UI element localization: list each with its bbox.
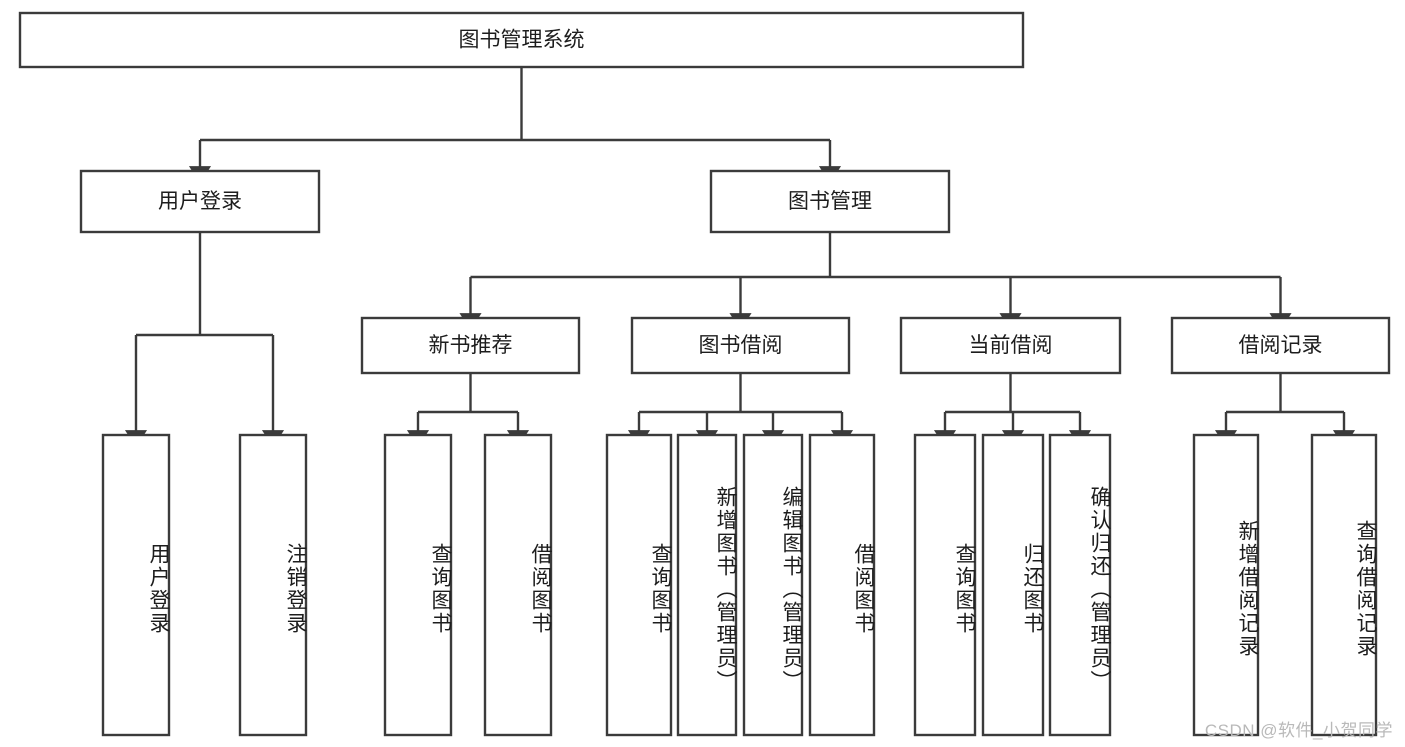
connector-links — [124, 67, 1356, 448]
node-level3-label-0: 新书推荐 — [429, 334, 513, 357]
node-leaf-3[interactable] — [483, 433, 553, 737]
node-leaf-6[interactable] — [742, 433, 804, 737]
node-leaf-7[interactable] — [808, 433, 876, 737]
watermark: CSDN @软件_小贺同学 — [1204, 721, 1393, 740]
node-leaf-12[interactable] — [1310, 433, 1378, 737]
node-level3-3[interactable] — [1170, 316, 1391, 375]
node-level3-0[interactable] — [360, 316, 581, 375]
node-level2-label-1: 图书管理 — [788, 190, 872, 213]
node-leaf-11[interactable] — [1192, 433, 1260, 737]
node-leaf-0[interactable] — [101, 433, 171, 737]
node-leaf-9[interactable] — [981, 433, 1045, 737]
node-boxes — [18, 11, 1391, 737]
node-leaf-8[interactable] — [913, 433, 977, 737]
node-level3-label-3: 借阅记录 — [1239, 334, 1323, 357]
node-leaf-4[interactable] — [605, 433, 673, 737]
node-root[interactable] — [18, 11, 1025, 69]
node-level3-1[interactable] — [630, 316, 851, 375]
node-level2-0[interactable] — [79, 169, 321, 234]
node-leaf-1[interactable] — [238, 433, 308, 737]
node-level3-label-2: 当前借阅 — [969, 334, 1053, 357]
node-leaf-10[interactable] — [1048, 433, 1112, 737]
node-level2-1[interactable] — [709, 169, 951, 234]
node-level3-label-1: 图书借阅 — [699, 334, 783, 357]
node-leaf-5[interactable] — [676, 433, 738, 737]
node-level3-2[interactable] — [899, 316, 1122, 375]
node-root-label: 图书管理系统 — [459, 29, 585, 52]
node-level2-label-0: 用户登录 — [158, 190, 242, 213]
node-leaf-2[interactable] — [383, 433, 453, 737]
